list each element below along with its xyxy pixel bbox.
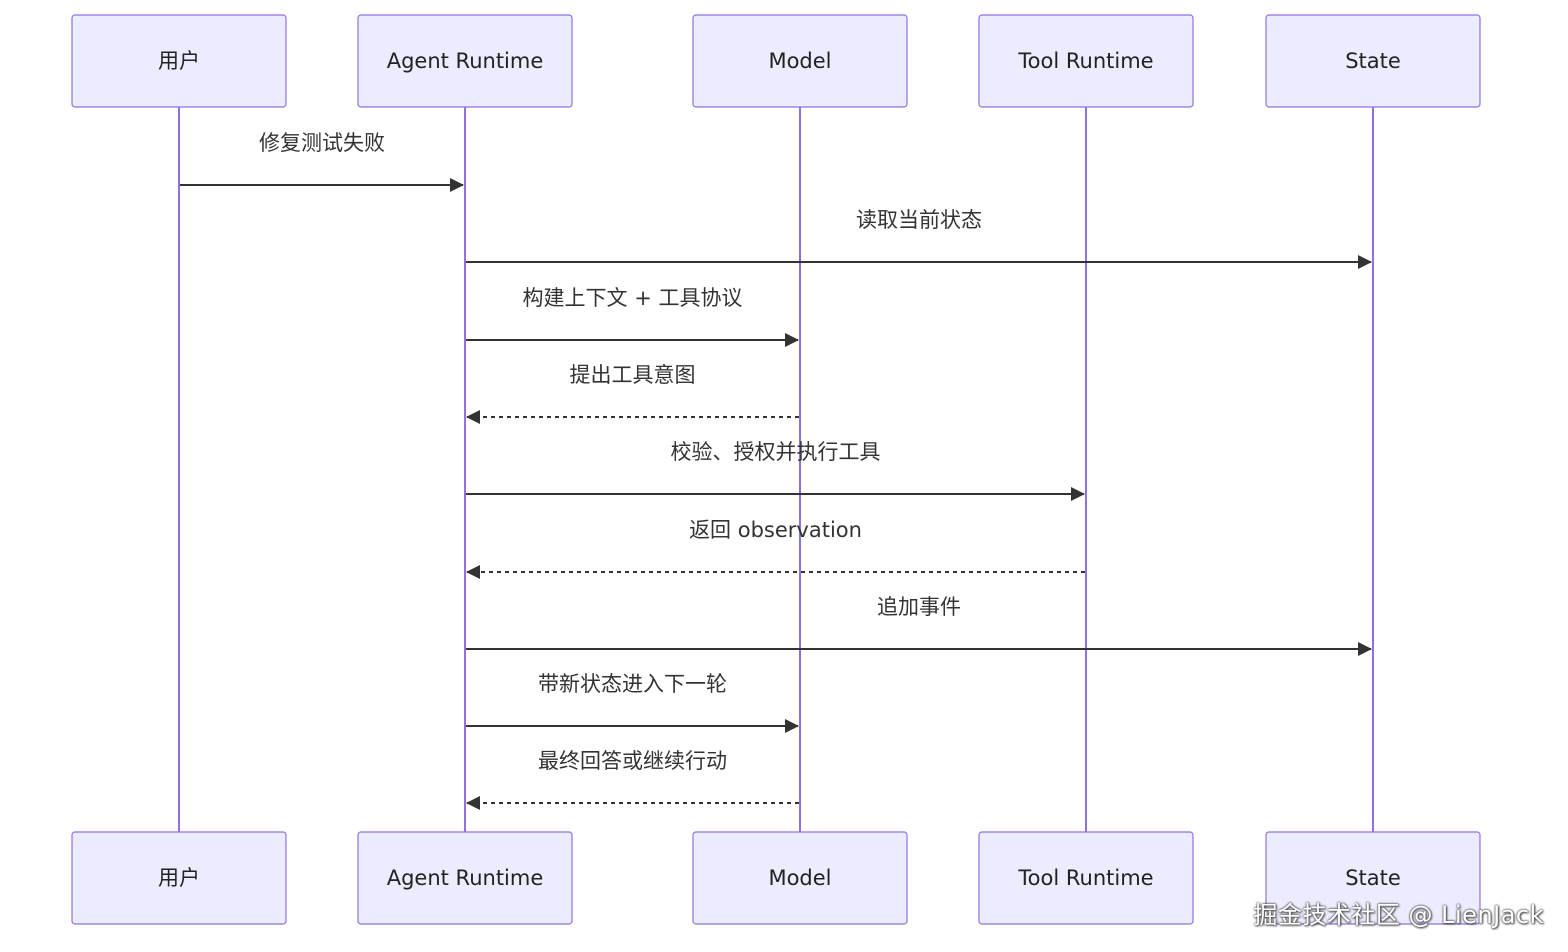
participant-state-top: State [1265, 14, 1481, 108]
message-9: 最终回答或继续行动 [466, 749, 799, 810]
participant-box [692, 14, 908, 108]
message-3: 构建上下文 + 工具协议 [466, 286, 799, 347]
participant-label: Model [768, 866, 831, 890]
participant-label: Agent Runtime [387, 866, 544, 890]
participant-tool-top: Tool Runtime [978, 14, 1194, 108]
participant-label: Agent Runtime [387, 49, 544, 73]
participant-label: Tool Runtime [1017, 49, 1153, 73]
participant-state-bottom: State [1265, 831, 1481, 925]
participant-label: Model [768, 49, 831, 73]
message-label: 构建上下文 + 工具协议 [523, 286, 743, 310]
participant-box [357, 831, 573, 925]
participant-box [692, 831, 908, 925]
message-4: 提出工具意图 [466, 363, 799, 424]
participant-user-bottom: 用户 [71, 831, 287, 925]
participant-tool-bottom: Tool Runtime [978, 831, 1194, 925]
participant-label: 用户 [158, 49, 200, 73]
watermark: 掘金技术社区 @ LienJack [1253, 901, 1544, 929]
participant-box [978, 831, 1194, 925]
participant-box [1265, 831, 1481, 925]
participant-agent-bottom: Agent Runtime [357, 831, 573, 925]
message-7: 追加事件 [466, 595, 1372, 656]
participant-user-top: 用户 [71, 14, 287, 108]
message-label: 追加事件 [877, 595, 961, 619]
message-label: 修复测试失败 [259, 131, 385, 155]
message-label: 读取当前状态 [856, 208, 982, 232]
participant-box [978, 14, 1194, 108]
lifelines [178, 107, 1374, 832]
message-1: 修复测试失败 [180, 131, 464, 192]
participant-box [71, 14, 287, 108]
participant-box [1265, 14, 1481, 108]
message-8: 带新状态进入下一轮 [466, 672, 799, 733]
participant-box [357, 14, 573, 108]
message-label: 提出工具意图 [570, 363, 696, 387]
participant-label: 用户 [158, 866, 200, 890]
participant-model-top: Model [692, 14, 908, 108]
message-6: 返回 observation [466, 518, 1085, 579]
participant-model-bottom: Model [692, 831, 908, 925]
message-5: 校验、授权并执行工具 [466, 440, 1085, 501]
message-label: 最终回答或继续行动 [538, 749, 727, 773]
message-label: 校验、授权并执行工具 [671, 440, 881, 464]
message-label: 返回 observation [689, 518, 862, 542]
participant-agent-top: Agent Runtime [357, 14, 573, 108]
message-2: 读取当前状态 [466, 208, 1372, 269]
message-label: 带新状态进入下一轮 [538, 672, 727, 696]
participant-label: State [1345, 866, 1401, 890]
participant-label: State [1345, 49, 1401, 73]
participant-label: Tool Runtime [1017, 866, 1153, 890]
participant-box [71, 831, 287, 925]
